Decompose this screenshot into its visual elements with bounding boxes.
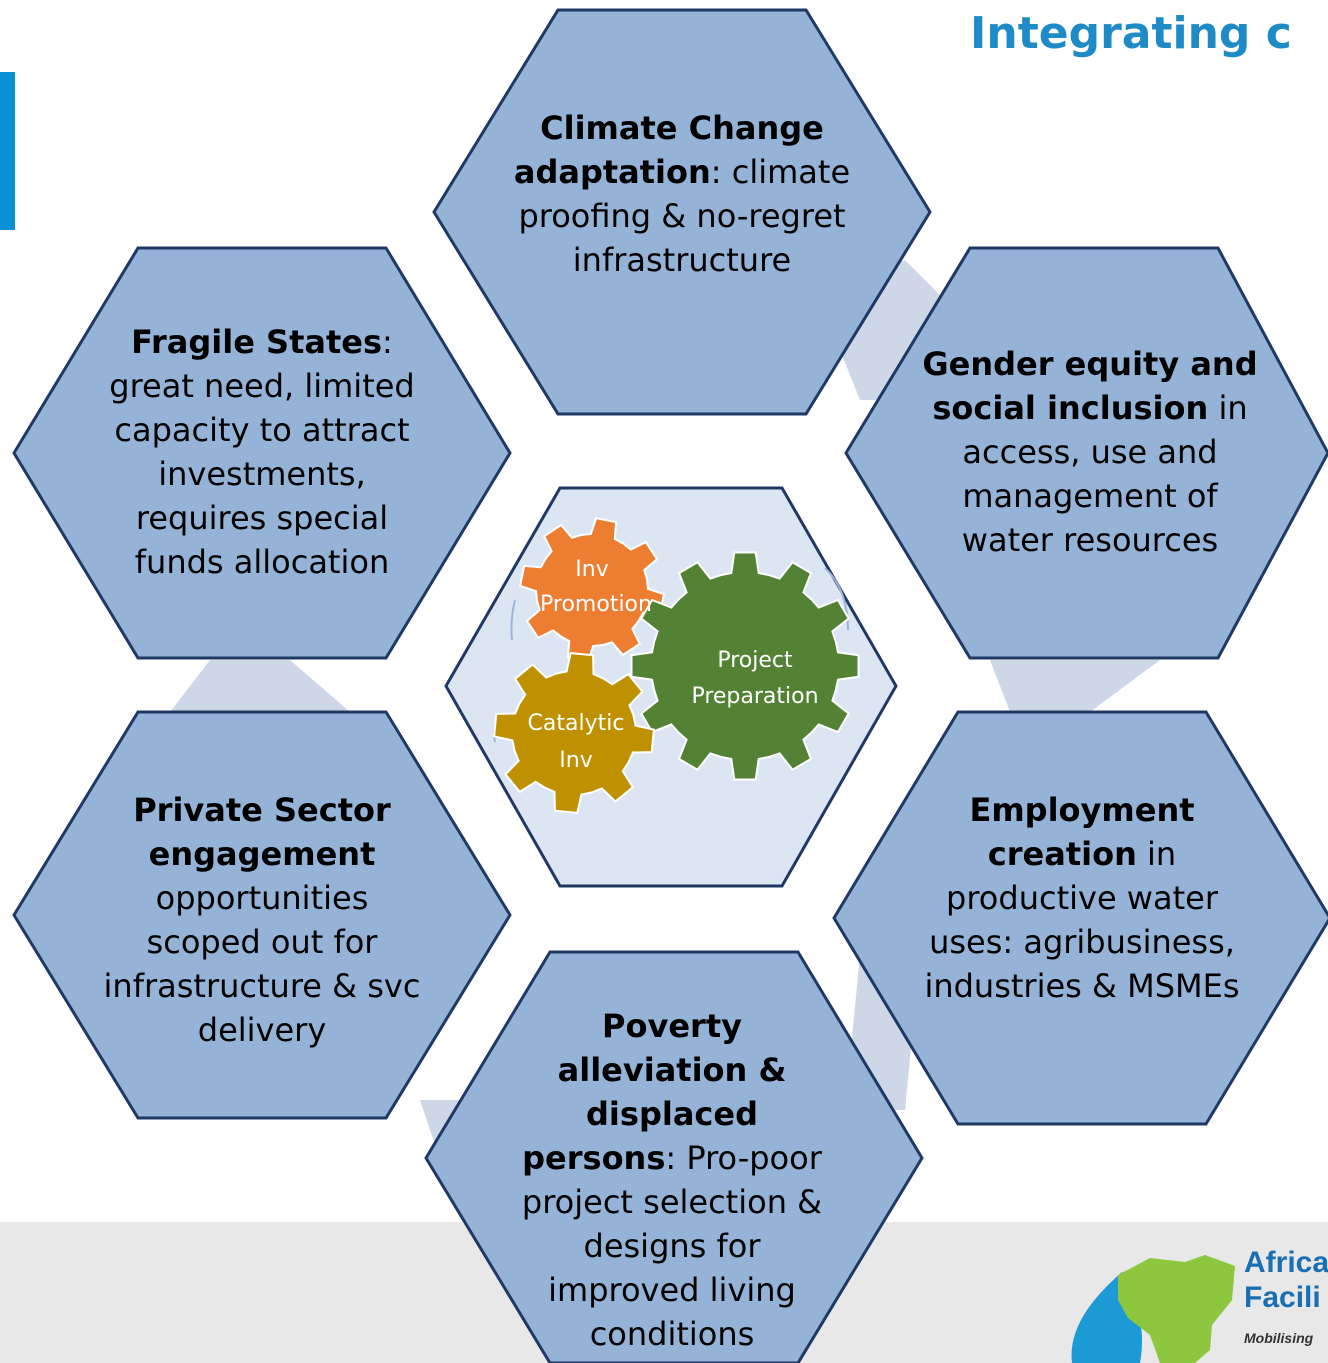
hex-fragile-text: Fragile States: great need, limited capa… [90,320,434,584]
hex-employment-text: Employment creation in productive water … [918,788,1246,1008]
hex-climate-heading: Climate Change adaptation [513,109,824,191]
accent-bar [0,72,15,230]
slide-title: Integrating c [970,8,1292,59]
hex-private-body: opportunities scoped out for infrastruct… [103,879,421,1049]
logo-africa-map-icon [1118,1255,1235,1363]
gear-project-preparation-label-1: Project [717,648,793,673]
logo-text-line-2: Facili [1244,1281,1321,1314]
connector-left [170,660,350,712]
gear-inv-promotion [518,516,666,664]
gear-project-preparation-label-2: Preparation [691,684,818,709]
logo [1071,1255,1235,1363]
logo-text-line-1: Africa [1244,1246,1328,1279]
hex-gender-text: Gender equity and social inclusion in ac… [922,342,1258,562]
hex-employment-heading: Employment creation [969,791,1195,873]
hex-poverty-body: : Pro-poor project selection & designs f… [521,1139,823,1353]
hex-fragile [12,246,512,660]
hex-private-heading: Private Sector engagement [133,791,391,873]
gear-catalytic-inv-label-2: Inv [559,748,592,773]
hex-poverty [424,950,924,1363]
gear-catalytic-inv-label-1: Catalytic [528,711,625,736]
gear-inv-promotion-label-1: Inv [575,557,608,582]
hex-private [12,710,512,1120]
hex-gender-body: in access, use and management of water r… [961,389,1248,559]
hex-employment [832,710,1328,1126]
hex-poverty-text: Poverty alleviation & displaced persons:… [506,1004,838,1356]
hex-climate [432,8,932,416]
gear-inv-promotion-label-2: Promotion [540,592,652,617]
logo-tagline: Mobilising [1244,1330,1314,1346]
hex-poverty-heading: Poverty alleviation & displaced persons [522,1007,787,1177]
hex-climate-body: : climate proofing & no-regret infrastru… [518,153,851,279]
hex-gender-heading: Gender equity and social inclusion [922,345,1258,427]
connector-right [990,660,1160,712]
hex-gender [844,246,1328,660]
hex-private-text: Private Sector engagement opportunities … [96,788,428,1052]
gear-project-preparation [630,551,860,781]
hex-fragile-body: : great need, limited capacity to attrac… [109,323,415,581]
hex-employment-body: in productive water uses: agribusiness, … [924,835,1240,1005]
hex-fragile-heading: Fragile States [131,323,383,361]
hex-climate-text: Climate Change adaptation: climate proof… [494,106,870,282]
gear-catalytic-inv [493,652,655,814]
